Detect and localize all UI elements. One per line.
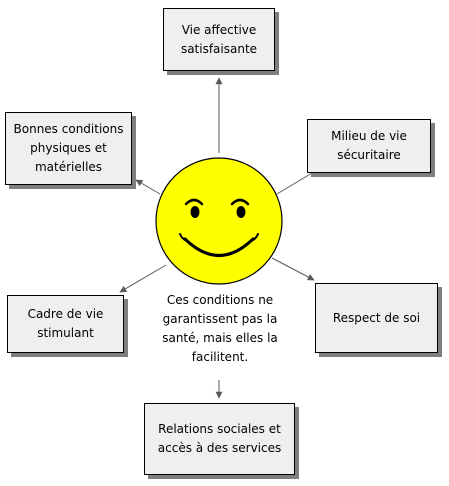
box-relations-sociales-label: Relations sociales et accès à des servic… xyxy=(157,422,282,455)
box-cadre-de-vie-label: Cadre de vie stimulant xyxy=(27,307,104,340)
box-respect-de-soi-label: Respect de soi xyxy=(332,310,421,325)
box-cadre-de-vie: Cadre de vie stimulant xyxy=(7,295,124,353)
box-respect-de-soi: Respect de soi xyxy=(315,283,438,353)
box-vie-affective: Vie affective satisfaisante xyxy=(163,8,275,71)
box-vie-affective-label: Vie affective satisfaisante xyxy=(180,22,258,56)
center-caption: Ces conditions ne garantissent pas la sa… xyxy=(162,293,278,364)
arrow-to-upper-right xyxy=(276,169,318,195)
box-bonnes-conditions: Bonnes conditions physiques et matériell… xyxy=(5,112,132,185)
arrow-to-lower-left xyxy=(119,264,167,293)
arrow-to-upper-left xyxy=(135,179,161,195)
box-relations-sociales: Relations sociales et accès à des servic… xyxy=(144,403,295,475)
box-milieu-de-vie-label: Milieu de vie sécuritaire xyxy=(331,129,407,162)
smiley-face-icon xyxy=(155,157,283,285)
box-milieu-de-vie: Milieu de vie sécuritaire xyxy=(307,119,431,173)
box-bonnes-conditions-label: Bonnes conditions physiques et matériell… xyxy=(13,122,124,174)
arrow-to-lower-right xyxy=(271,257,315,281)
